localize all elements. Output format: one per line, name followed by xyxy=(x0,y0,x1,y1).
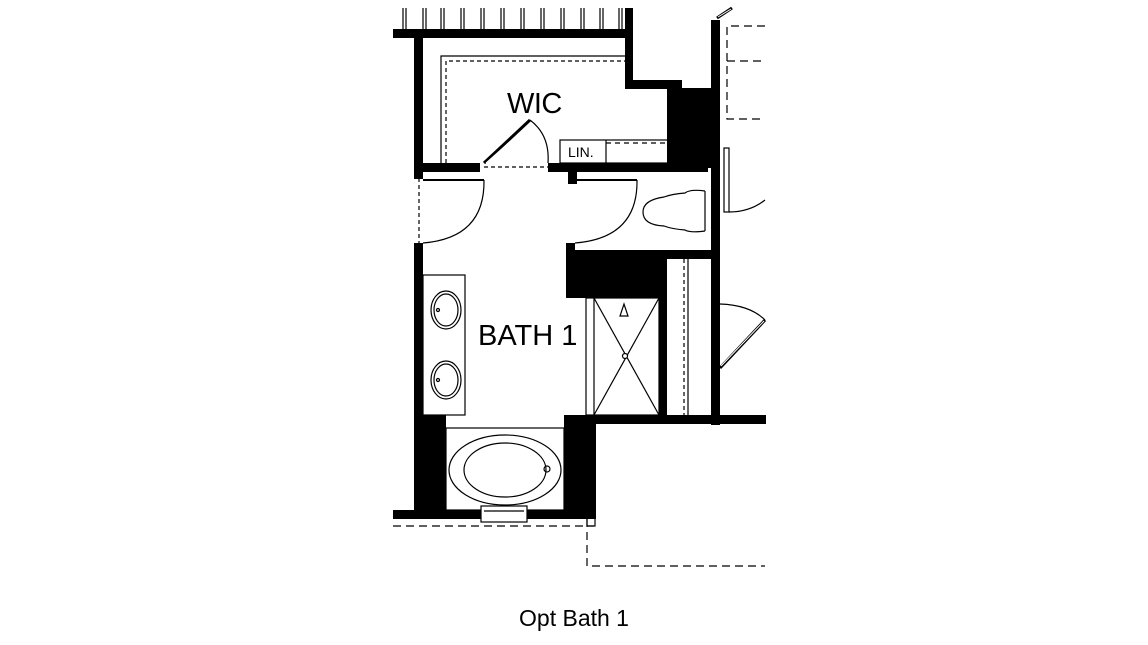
room-label-linen: LIN. xyxy=(568,144,594,160)
linework xyxy=(393,6,767,567)
diagram-caption: Opt Bath 1 xyxy=(519,605,629,631)
room-label-wic: WIC xyxy=(507,88,562,120)
walls xyxy=(393,8,766,519)
room-label-bath: BATH 1 xyxy=(478,320,578,352)
railing xyxy=(402,8,623,29)
